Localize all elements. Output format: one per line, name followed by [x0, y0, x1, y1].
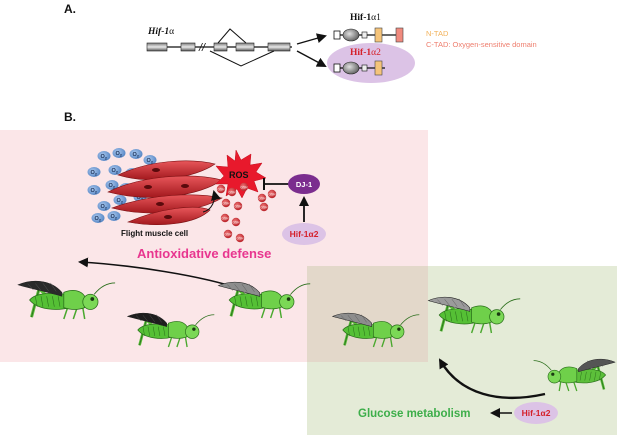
svg-text:O2: O2 [101, 154, 108, 161]
splice-line-down [209, 50, 275, 67]
locust-transition-2 [331, 312, 420, 348]
svg-text:O2: O2 [91, 188, 98, 195]
gsh-molecule: GSH [257, 193, 267, 203]
svg-text:O2: O2 [95, 216, 102, 223]
exon-3 [213, 42, 228, 52]
hif-a2-top-label: Hif-1α2 [290, 229, 319, 239]
oxygen-molecule: O2 [105, 180, 119, 190]
svg-text:O2: O2 [147, 158, 154, 165]
gsh-molecule: GSH [227, 187, 237, 197]
oxygen-molecule: O2 [112, 148, 126, 158]
svg-text:GSH: GSH [235, 205, 243, 209]
gsh-molecule: GSH [231, 217, 241, 227]
dj1-node [288, 174, 320, 194]
gene-structure: // [146, 28, 292, 67]
hif-a2-bottom-pill [514, 402, 558, 424]
svg-text:O2: O2 [91, 170, 98, 177]
arrow-to-isoform1 [296, 33, 327, 45]
legend-ntad: N-TAD [426, 29, 449, 38]
locust-illustrations [17, 280, 616, 392]
isoform1-ctad [395, 27, 404, 43]
region-overlap [307, 266, 428, 362]
arrow-to-isoform2 [296, 50, 327, 67]
svg-text:O2: O2 [133, 152, 140, 159]
gsh-molecule: GSH [223, 229, 233, 239]
gsh-molecule: GSH [220, 213, 230, 223]
isoform1-bhlh-domain [342, 28, 360, 42]
svg-text:O2: O2 [116, 151, 123, 158]
ros-burst [215, 149, 267, 199]
gsh-molecule: GSH [221, 198, 231, 208]
splice-line-up [217, 28, 247, 44]
oxygen-molecule: O2 [87, 185, 101, 195]
legend-ctad: C-TAD: Oxygen-sensitive domain [426, 40, 537, 49]
gsh-molecule: GSH [235, 233, 245, 243]
oxygen-molecule: O2 [108, 165, 122, 175]
gene-break-mark: // [198, 42, 206, 54]
hif-a2-top-pill [282, 223, 326, 245]
panel-a-label: A. [64, 2, 76, 16]
svg-text:O2: O2 [117, 198, 124, 205]
exon-4 [235, 42, 255, 52]
exon-1 [146, 42, 168, 52]
oxygen-molecule: O2 [97, 151, 111, 161]
muscle-fiber-3 [111, 194, 223, 214]
locust-gregarious-flying-1 [17, 280, 116, 320]
svg-text:GSH: GSH [223, 202, 231, 206]
isoform2-label: Hif-1α2 [350, 48, 381, 58]
locust-solitary-1 [427, 296, 521, 334]
exon-2 [180, 42, 196, 52]
svg-text:O2: O2 [112, 168, 119, 175]
svg-text:O2: O2 [111, 214, 118, 221]
oxygen-molecule: O2 [97, 201, 111, 211]
oxygen-molecule: O2 [91, 213, 105, 223]
isoform2-bhlh-domain [342, 61, 360, 75]
gsh-molecule: GSH [267, 189, 277, 199]
svg-text:GSH: GSH [229, 191, 237, 195]
svg-text:O2: O2 [101, 204, 108, 211]
oxygen-molecule: O2 [107, 211, 121, 221]
flight-muscle-label: Flight muscle cell [121, 229, 188, 238]
flight-muscle-cells [107, 160, 223, 225]
gsh-molecule: GSH [259, 202, 269, 212]
svg-text:GSH: GSH [222, 217, 230, 221]
glucose-metabolism-label: Glucose metabolism [358, 408, 470, 420]
exon-5 [267, 42, 291, 52]
hif-a2-bottom-label: Hif-1α2 [522, 408, 551, 418]
svg-text:GSH: GSH [225, 233, 233, 237]
svg-text:GSH: GSH [241, 186, 249, 190]
oxygen-molecule: O2 [129, 149, 143, 159]
ros-label: ROS [229, 170, 249, 180]
migration-arrow-bottom [438, 358, 546, 400]
svg-text:GSH: GSH [233, 221, 241, 225]
svg-text:GSH: GSH [237, 237, 245, 241]
oxygen-molecule: O2 [143, 155, 157, 165]
oxygen-molecule: O2 [87, 167, 101, 177]
locust-transition-1 [217, 281, 311, 319]
antioxidative-defense-label: Antioxidative defense [137, 246, 271, 261]
gene-name: Hif-1α [147, 27, 174, 37]
gsh-molecule: GSH [239, 182, 249, 192]
dj1-label: DJ-1 [296, 180, 312, 189]
svg-text:GSH: GSH [269, 193, 277, 197]
locust-gregarious-flying-2 [126, 312, 215, 348]
gsh-molecule: GSH [216, 184, 226, 194]
isoform2-ntad [374, 60, 383, 76]
locust-solitary-2 [533, 358, 616, 392]
svg-text:GSH: GSH [261, 206, 269, 210]
svg-text:O2: O2 [109, 183, 116, 190]
isoform1-label: Hif-1α1 [350, 13, 381, 23]
panel-b-label: B. [64, 110, 76, 124]
isoform1-ntad [374, 27, 383, 43]
gsh-molecule: GSH [233, 201, 243, 211]
oxygen-molecule: O2 [113, 195, 127, 205]
svg-text:GSH: GSH [259, 197, 267, 201]
isoform1-protein [333, 27, 404, 43]
cell-to-ros-arrow [202, 190, 221, 213]
isoform2-protein [333, 60, 385, 76]
svg-text:GSH: GSH [218, 188, 226, 192]
